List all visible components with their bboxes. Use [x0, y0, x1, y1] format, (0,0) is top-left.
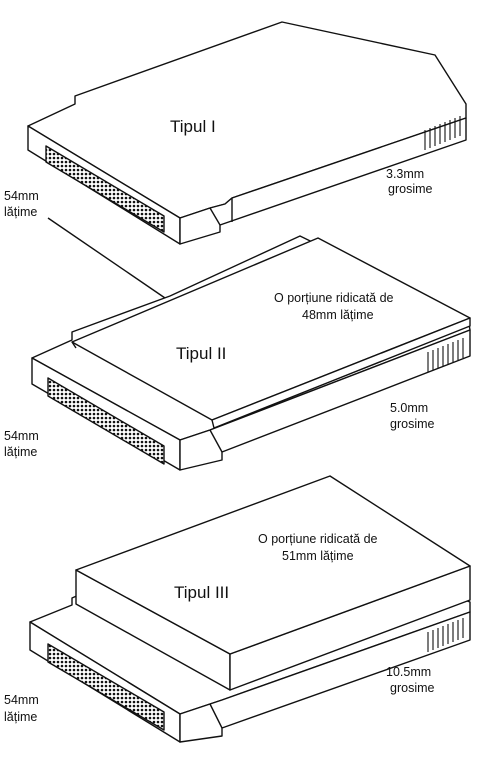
card-3-thickness-value: 10.5mm	[386, 665, 431, 679]
card-type-1	[27, 21, 467, 245]
card-type-3	[29, 475, 471, 743]
card-2-raised-line-2: 48mm lățime	[302, 308, 374, 322]
card-3-side-edge	[179, 611, 471, 743]
card-3-connector	[47, 643, 165, 731]
card-2-side-edge	[179, 329, 471, 471]
card-1-thickness-label: grosime	[388, 182, 433, 196]
card-1-width-value: 54mm	[4, 189, 39, 203]
card-3-vents	[427, 618, 464, 652]
card-1-thickness-value: 3.3mm	[386, 167, 424, 181]
card-3-raised-line-2: 51mm lățime	[282, 549, 354, 563]
card-3-raised-line-1: O porțiune ridicată de	[258, 532, 378, 546]
card-type-2	[31, 235, 471, 471]
card-1-title: Tipul I	[170, 117, 216, 136]
card-2-width-value: 54mm	[4, 429, 39, 443]
card-2-vents	[427, 338, 464, 372]
card-2-raised-side	[211, 317, 471, 429]
card-2-thickness-label: grosime	[390, 417, 435, 431]
card-2-raised-line-1: O porțiune ridicată de	[274, 291, 394, 305]
width-leader-line	[47, 217, 166, 299]
card-3-width-value: 54mm	[4, 693, 39, 707]
card-2-width-label: lățime	[4, 445, 37, 459]
card-1-vents	[424, 116, 461, 150]
card-3-width-label: lățime	[4, 710, 37, 724]
card-3-title: Tipul III	[174, 583, 229, 602]
card-1-width-label: lățime	[4, 205, 37, 219]
card-2-thickness-value: 5.0mm	[390, 401, 428, 415]
card-2-title: Tipul II	[176, 344, 226, 363]
card-2-connector	[47, 377, 165, 465]
card-3-raised-top	[75, 475, 471, 655]
card-1-side-edge	[179, 117, 467, 245]
card-3-thickness-label: grosime	[390, 681, 435, 695]
card-1-connector	[45, 145, 165, 233]
